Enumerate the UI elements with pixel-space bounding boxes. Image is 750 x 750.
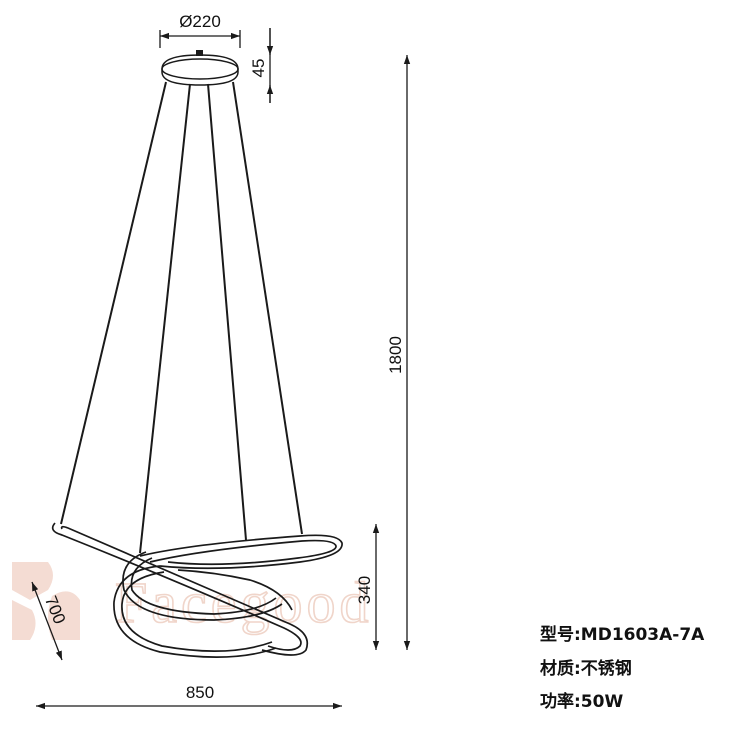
watermark-text: Facegood	[115, 570, 373, 635]
suspension-wires	[60, 81, 303, 554]
dim-ring-height: 340	[355, 576, 374, 604]
canopy	[161, 50, 239, 86]
spiral-rings	[51, 522, 343, 658]
dim-width: 850	[186, 683, 214, 702]
spec-material: 材质:不锈钢	[540, 659, 632, 679]
dim-canopy-diameter: Ø220	[179, 12, 221, 31]
dim-total-height: 1800	[386, 336, 405, 374]
dim-canopy-height: 45	[249, 59, 268, 78]
dimension-lines	[31, 28, 411, 710]
spec-model: 型号:MD1603A-7A	[540, 625, 705, 645]
spec-power: 功率:50W	[540, 692, 624, 712]
